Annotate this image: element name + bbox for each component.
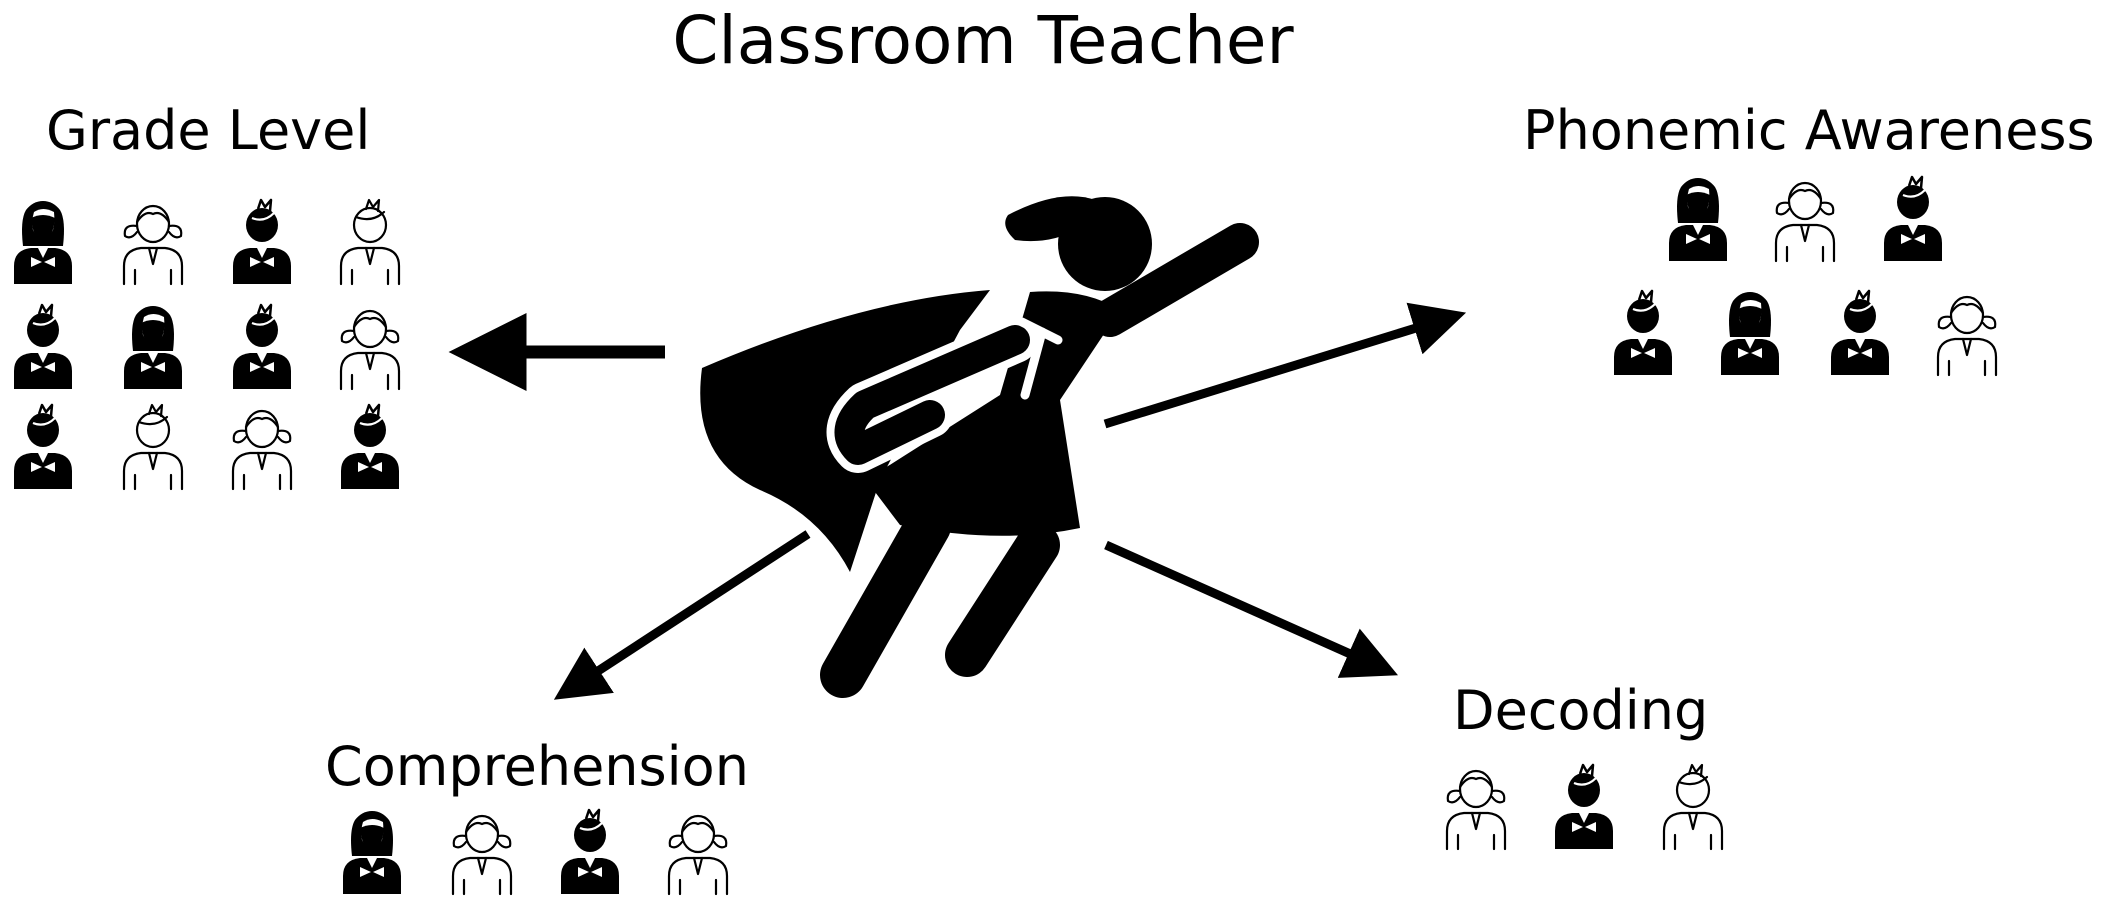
student-boy-icon bbox=[12, 403, 74, 491]
superhero-teacher-icon bbox=[700, 196, 1259, 698]
diagram-title: Classroom Teacher bbox=[672, 2, 1294, 79]
student-boy-icon bbox=[339, 198, 401, 286]
student-girl-icon bbox=[1721, 292, 1779, 375]
decoding-students bbox=[1445, 763, 1724, 851]
student-boy-icon bbox=[1662, 763, 1724, 851]
student-girl-icon bbox=[667, 814, 729, 896]
student-girl-icon bbox=[451, 814, 513, 896]
student-boy-icon bbox=[1829, 289, 1891, 377]
student-girl-icon bbox=[231, 409, 293, 491]
student-boy-icon bbox=[1882, 175, 1944, 263]
student-girl-icon bbox=[124, 306, 182, 389]
student-boy-icon bbox=[1612, 289, 1674, 377]
arrow-to-comprehension bbox=[553, 530, 811, 700]
student-girl-icon bbox=[1669, 178, 1727, 261]
student-girl-icon bbox=[1936, 295, 1998, 377]
teacher-badge-t-icon bbox=[1017, 317, 1063, 400]
arrow-to-phonemic-awareness bbox=[1103, 302, 1467, 429]
student-girl-icon bbox=[343, 811, 401, 894]
student-girl-icon bbox=[1445, 769, 1507, 851]
student-boy-icon bbox=[339, 403, 401, 491]
student-boy-icon bbox=[12, 303, 74, 391]
phonemic-awareness-students bbox=[1612, 175, 1998, 377]
student-girl-icon bbox=[1774, 181, 1836, 263]
grade-level-label: Grade Level bbox=[46, 99, 371, 162]
student-boy-icon bbox=[122, 403, 184, 491]
comprehension-students bbox=[343, 808, 729, 896]
student-boy-icon bbox=[1553, 763, 1615, 851]
student-girl-icon bbox=[339, 309, 401, 391]
student-boy-icon bbox=[231, 198, 293, 286]
student-boy-icon bbox=[231, 303, 293, 391]
arrow-to-decoding bbox=[1104, 540, 1399, 678]
decoding-label: Decoding bbox=[1453, 679, 1709, 742]
phonemic-awareness-label: Phonemic Awareness bbox=[1523, 99, 2095, 162]
student-girl-icon bbox=[14, 201, 72, 284]
student-boy-icon bbox=[559, 808, 621, 896]
grade-level-students bbox=[12, 198, 401, 491]
comprehension-label: Comprehension bbox=[325, 735, 749, 798]
student-girl-icon bbox=[122, 204, 184, 286]
